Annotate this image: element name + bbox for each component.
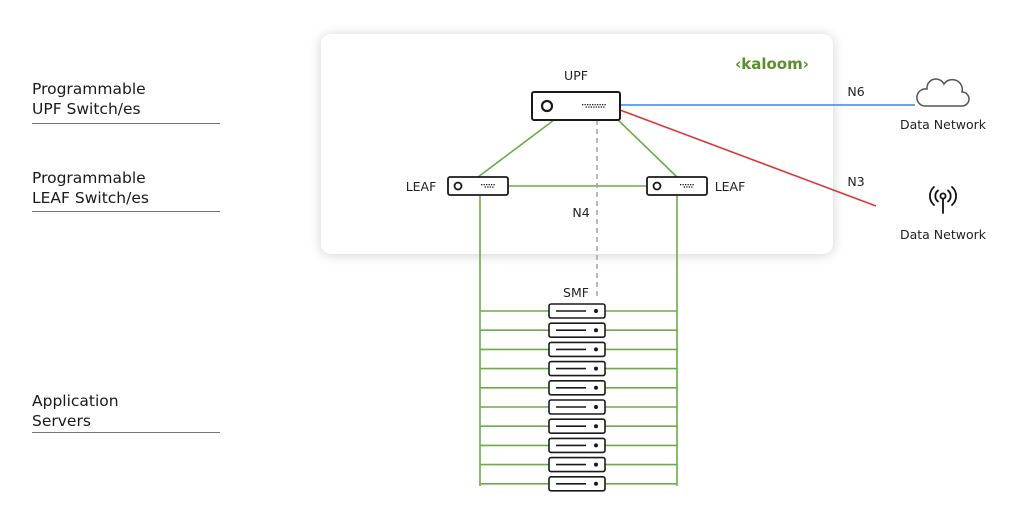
data-network-antenna-label: Data Network xyxy=(900,227,987,242)
server-icon xyxy=(548,322,606,339)
server-icon xyxy=(548,341,606,358)
server-rack xyxy=(548,303,606,492)
server-icon xyxy=(548,379,606,396)
application-servers-label: Application Servers xyxy=(32,392,119,430)
upf-label: UPF xyxy=(564,68,588,83)
server-icon xyxy=(548,360,606,377)
upf-switch-label: Programmable UPF Switch/es xyxy=(32,80,146,118)
servers-divider xyxy=(32,432,220,433)
upf-leaf-right-link xyxy=(617,119,678,178)
leaf-switch-label: Programmable LEAF Switch/es xyxy=(32,169,149,207)
leaf-divider xyxy=(32,211,220,212)
server-icon xyxy=(548,399,606,415)
n6-label: N6 xyxy=(847,84,864,99)
n3-label: N3 xyxy=(847,174,864,189)
upf-divider xyxy=(32,123,220,124)
n4-label: N4 xyxy=(572,205,589,220)
server-icon xyxy=(548,418,606,435)
upf-leaf-left-link xyxy=(477,119,555,178)
antenna-icon xyxy=(929,186,957,214)
n3-link xyxy=(619,109,877,207)
server-icon xyxy=(548,437,606,454)
kaloom-logo: ‹kaloom› xyxy=(735,55,809,73)
connection-lines xyxy=(477,104,915,486)
upf-switch-icon xyxy=(531,91,621,121)
leaf-right-switch-icon xyxy=(646,176,708,196)
leaf-left-label: LEAF xyxy=(406,179,437,194)
leaf-left-switch-icon xyxy=(447,176,509,196)
server-icon xyxy=(548,303,606,319)
network-panel xyxy=(321,34,833,254)
data-network-cloud-label: Data Network xyxy=(900,117,987,132)
smf-label: SMF xyxy=(563,285,589,300)
server-icon xyxy=(548,475,606,492)
server-icon xyxy=(548,456,606,473)
cloud-icon xyxy=(916,78,970,107)
leaf-right-label: LEAF xyxy=(715,179,746,194)
